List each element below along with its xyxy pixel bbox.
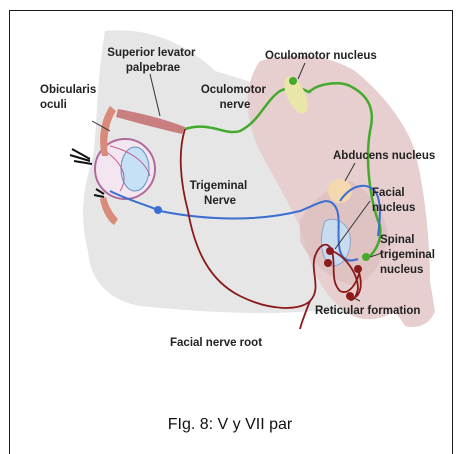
- frame-border-right: [452, 10, 453, 454]
- eyelash-upper-icon: [70, 149, 92, 164]
- trigeminal-dot: [154, 206, 162, 214]
- label-facial-root: Facial nerve root: [170, 337, 262, 349]
- reflex-diagram: Obicularis oculi Superior levator palpeb…: [10, 11, 450, 411]
- label-reticular: Reticular formation: [315, 305, 420, 317]
- reticular-dot-2: [346, 292, 354, 300]
- label-oculomotor-nucleus: Oculomotor nucleus: [265, 50, 377, 62]
- label-abducens: Abducens nucleus: [333, 150, 435, 162]
- label-orbicularis: Obicularis oculi: [40, 84, 99, 111]
- reticular-dot-1: [354, 265, 362, 273]
- facial-nucleus-dot-1: [326, 247, 334, 255]
- facial-nucleus-dot-2: [324, 259, 332, 267]
- oculomotor-nucleus-dot: [289, 77, 297, 85]
- figure-caption: FIg. 8: V y VII par: [0, 416, 460, 434]
- spinal-trigeminal-dot: [362, 253, 370, 261]
